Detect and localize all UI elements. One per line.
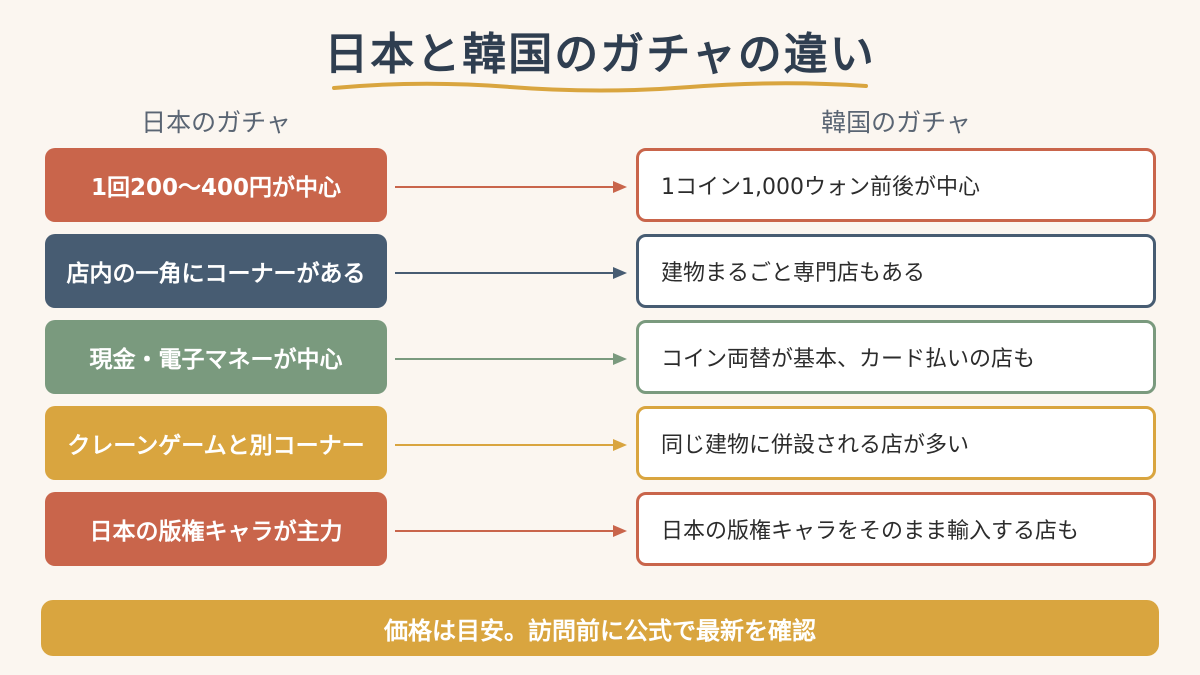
korea-item-1: 1コイン1,000ウォン前後が中心: [636, 148, 1156, 222]
japan-item-4: クレーンゲームと別コーナー: [45, 406, 387, 480]
arrow-3: [395, 353, 627, 365]
korea-item-2: 建物まるごと専門店もある: [636, 234, 1156, 308]
korea-column-heading: 韓国のガチャ: [821, 108, 971, 137]
arrow-4: [395, 439, 627, 451]
japan-column-heading: 日本のガチャ: [141, 108, 291, 137]
arrow-5: [395, 525, 627, 537]
korea-item-5: 日本の版権キャラをそのまま輸入する店も: [636, 492, 1156, 566]
japan-item-1: 1回200～400円が中心: [45, 148, 387, 222]
footer-note: 価格は目安。訪問前に公式で最新を確認: [41, 600, 1159, 656]
korea-item-4: 同じ建物に併設される店が多い: [636, 406, 1156, 480]
japan-item-2: 店内の一角にコーナーがある: [45, 234, 387, 308]
title-underline: [332, 81, 868, 93]
page-title: 日本と韓国のガチャの違い: [324, 29, 876, 80]
japan-item-3: 現金・電子マネーが中心: [45, 320, 387, 394]
korea-item-3: コイン両替が基本、カード払いの店も: [636, 320, 1156, 394]
arrow-1: [395, 181, 627, 193]
arrow-2: [395, 267, 627, 279]
japan-item-5: 日本の版権キャラが主力: [45, 492, 387, 566]
